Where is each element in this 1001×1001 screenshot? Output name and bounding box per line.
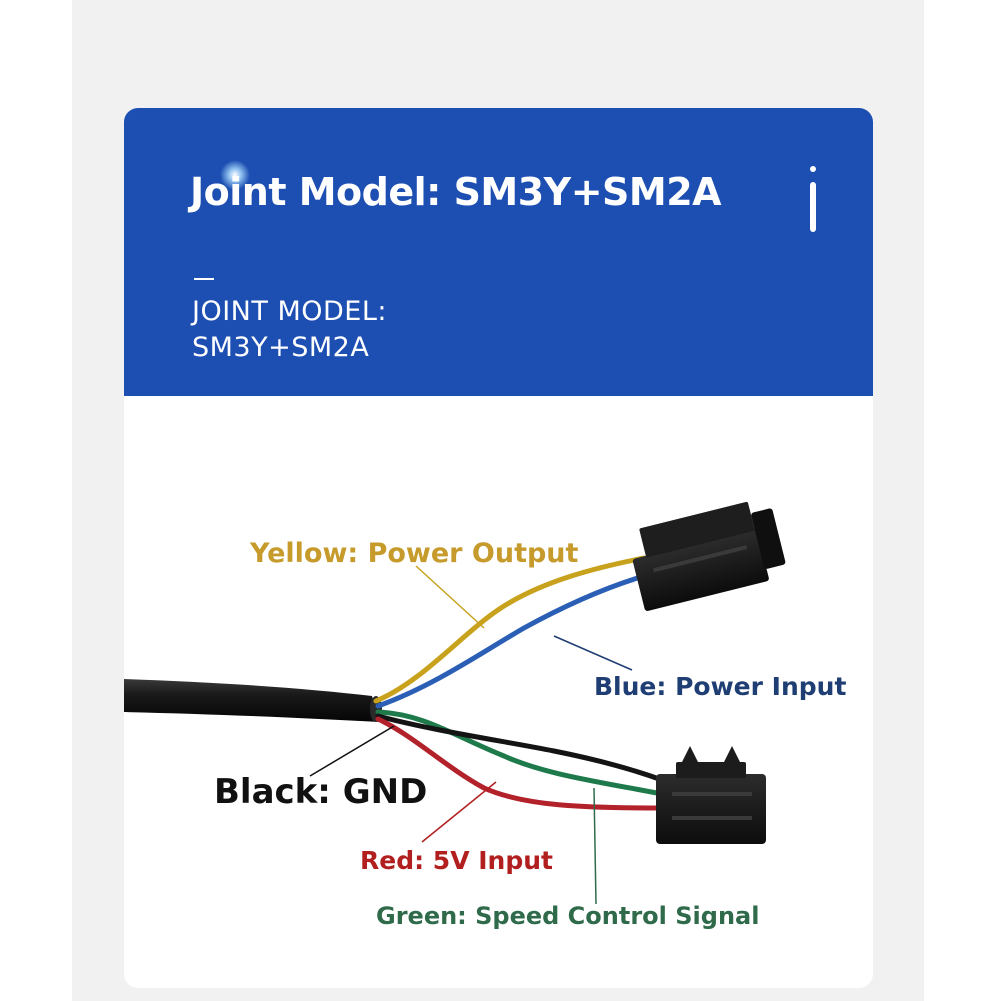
label-red: Red: 5V Input [360, 846, 553, 875]
leader-yellow [415, 565, 485, 629]
subtitle-dash [194, 278, 214, 280]
label-blue: Blue: Power Input [594, 672, 847, 701]
subtitle: JOINT MODEL: SM3Y+SM2A [192, 294, 387, 366]
upper-connector [632, 501, 786, 611]
subtitle-line-1: JOINT MODEL: [192, 296, 387, 327]
wire-blue [375, 573, 647, 709]
light-glow-icon [220, 160, 250, 190]
main-cable [124, 679, 380, 722]
label-black: Black: GND [214, 772, 428, 812]
wire-red [375, 716, 665, 811]
info-icon-dot [810, 166, 816, 172]
wire-black [375, 713, 665, 783]
leader-blue [553, 635, 633, 671]
leader-black [309, 725, 395, 777]
info-icon-bar [810, 182, 816, 232]
info-icon [808, 166, 818, 232]
wiring-illustration [124, 501, 786, 905]
leader-green [593, 787, 597, 905]
page-title: Joint Model: SM3Y+SM2A [190, 170, 722, 214]
leader-red [421, 781, 497, 843]
wiring-diagram: Yellow: Power Output Blue: Power Input B… [124, 396, 873, 988]
label-yellow: Yellow: Power Output [250, 538, 579, 569]
header-banner: Joint Model: SM3Y+SM2A JOINT MODEL: SM3Y… [124, 108, 873, 396]
label-green: Green: Speed Control Signal [376, 902, 760, 930]
lower-connector [656, 746, 766, 844]
subtitle-line-2: SM3Y+SM2A [192, 332, 370, 363]
wire-yellow [373, 555, 647, 704]
product-card: Joint Model: SM3Y+SM2A JOINT MODEL: SM3Y… [124, 108, 873, 988]
wire-green [375, 709, 665, 797]
